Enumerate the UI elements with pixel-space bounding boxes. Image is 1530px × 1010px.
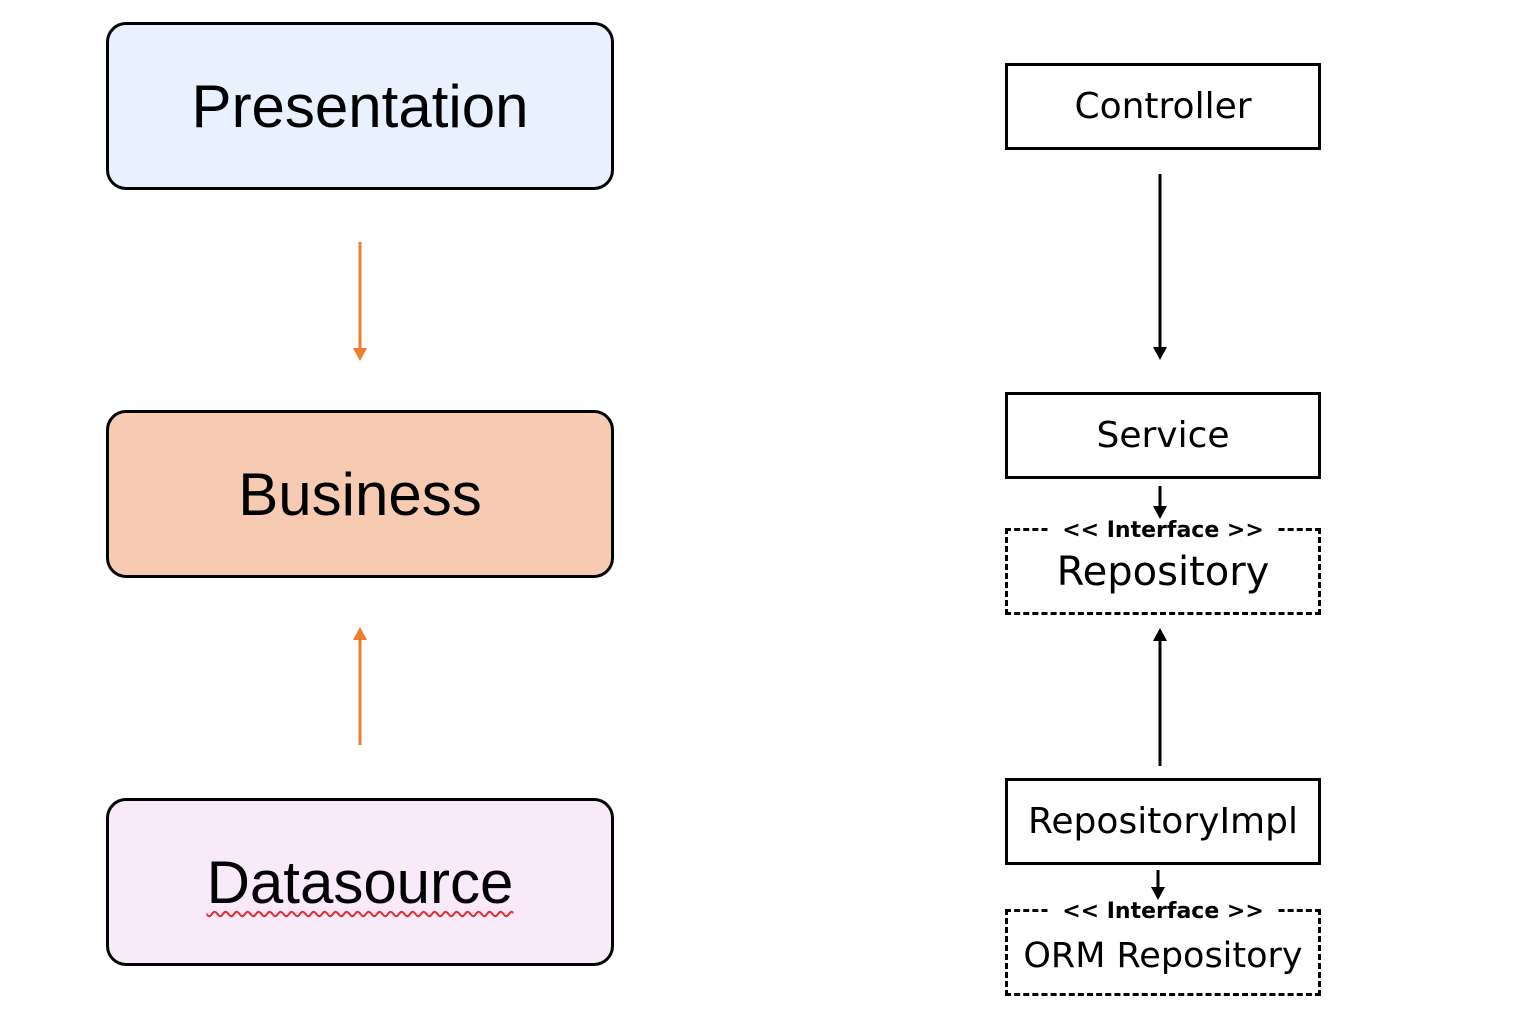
controller-box: Controller [1005,63,1321,150]
repository-impl-box: RepositoryImpl [1005,778,1321,865]
repository-impl-to-repository-arrow [1153,628,1167,766]
repository-interface-box: << Interface >> Repository [1005,519,1321,615]
repository-label: Repository [1056,549,1270,595]
orm-repository-stereotype: << Interface >> [1048,900,1278,924]
datasource-layer-label: Datasource [206,848,514,916]
controller-label: Controller [1074,86,1252,127]
datasource-to-business-arrow [353,627,367,745]
controller-to-service-arrow [1153,174,1167,360]
service-label: Service [1096,415,1230,456]
business-layer-label: Business [238,460,482,528]
service-box: Service [1005,392,1321,479]
presentation-layer-label: Presentation [191,72,529,140]
datasource-layer-box: Datasource [106,798,614,966]
orm-repository-label: ORM Repository [1023,936,1303,976]
presentation-layer-box: Presentation [106,22,614,190]
repository-impl-label: RepositoryImpl [1028,801,1298,842]
orm-repository-interface-box: << Interface >> ORM Repository [1005,900,1321,996]
repository-impl-to-orm-repository-arrow [1151,870,1165,900]
service-to-repository-arrow [1153,486,1167,519]
presentation-to-business-arrow [353,242,367,361]
business-layer-box: Business [106,410,614,578]
repository-stereotype: << Interface >> [1048,519,1278,543]
